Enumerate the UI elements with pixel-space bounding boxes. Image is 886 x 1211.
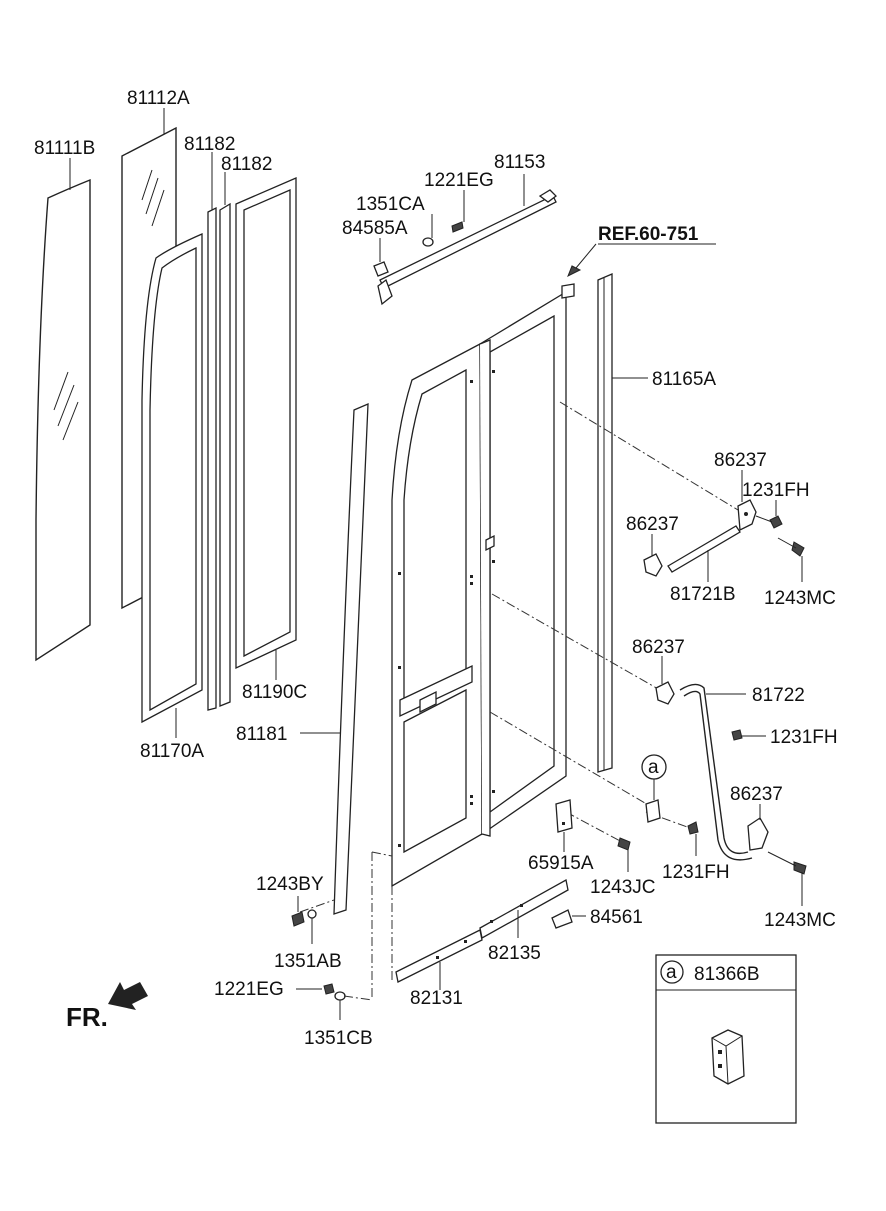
screw-1243jc	[617, 837, 631, 851]
rod-81721b	[667, 525, 741, 573]
front-direction-arrow-icon	[108, 982, 148, 1010]
label-1243jc: 1243JC	[590, 877, 656, 898]
label-81181: 81181	[236, 724, 287, 745]
bolt-1221eg-top	[451, 221, 464, 233]
label-65915a: 65915A	[528, 853, 594, 874]
strip-81181	[333, 402, 369, 915]
label-84561: 84561	[590, 907, 643, 928]
screw-1243mc-a	[777, 537, 805, 557]
bolt-1221eg-bottom	[323, 983, 335, 995]
screw-1231fh-b	[731, 729, 743, 741]
inset-callout-letter: a	[666, 962, 677, 983]
clip-84561	[551, 909, 573, 929]
cap-84585a	[373, 261, 389, 277]
strip-81182-b	[219, 202, 231, 707]
washer-1351ca	[422, 237, 434, 247]
label-1243mc-b: 1243MC	[764, 910, 836, 931]
label-86237-a: 86237	[714, 450, 767, 471]
frame-81170a	[141, 233, 203, 724]
label-81112a: 81112A	[127, 88, 190, 109]
hinge-86237-lower	[655, 681, 675, 705]
label-1231fh-c: 1231FH	[662, 862, 730, 883]
label-81111b: 81111B	[34, 138, 95, 159]
door-frame	[391, 283, 575, 888]
screw-1231fh-c	[687, 821, 699, 835]
block-65915a	[555, 799, 573, 833]
label-82135: 82135	[488, 943, 541, 964]
label-81722: 81722	[752, 685, 805, 706]
callout-a-letter: a	[648, 757, 659, 778]
callout-a: a	[641, 754, 667, 823]
label-ref-60-751: REF.60-751	[598, 224, 699, 245]
label-1221eg-bottom: 1221EG	[214, 979, 284, 1000]
label-81190c: 81190C	[242, 682, 307, 703]
label-81182-a: 81182	[184, 134, 235, 155]
label-81721b: 81721B	[670, 584, 736, 605]
label-1243mc-a: 1243MC	[764, 588, 836, 609]
label-1231fh-b: 1231FH	[770, 727, 838, 748]
label-1243by: 1243BY	[256, 874, 324, 895]
rail-81153	[377, 189, 557, 306]
screw-1243mc-b	[767, 851, 807, 875]
screw-1231fh-a	[755, 515, 783, 529]
washer-1351ab	[307, 909, 317, 919]
label-86237-d: 86237	[730, 784, 783, 805]
rod-81722	[679, 683, 753, 861]
track-82135	[479, 878, 569, 940]
label-81165a: 81165A	[652, 369, 716, 390]
label-1351ca: 1351CA	[356, 194, 425, 215]
track-82131	[395, 929, 483, 983]
hinge-86237-upper	[737, 499, 757, 532]
bracket-86237-bottom	[747, 817, 769, 851]
label-1221eg-top: 1221EG	[424, 170, 494, 191]
bolt-1243by	[291, 911, 305, 927]
washer-1351cb	[334, 991, 373, 1001]
glass-81111b	[35, 178, 91, 662]
inset-box-81366b: a 81366B	[655, 954, 797, 1124]
label-81366b: 81366B	[694, 964, 760, 985]
label-81153: 81153	[494, 152, 545, 173]
label-1351cb: 1351CB	[304, 1028, 373, 1049]
label-86237-c: 86237	[632, 637, 685, 658]
label-81182-b: 81182	[221, 154, 272, 175]
channel-81165a	[597, 273, 613, 773]
label-1231fh-a: 1231FH	[742, 480, 810, 501]
strip-81182-a	[207, 206, 217, 711]
label-front: FR.	[66, 1002, 108, 1032]
label-86237-b: 86237	[626, 514, 679, 535]
label-84585a: 84585A	[342, 218, 408, 239]
label-81170a: 81170A	[140, 741, 204, 762]
frame-81190c	[235, 177, 297, 670]
label-82131: 82131	[410, 988, 463, 1009]
hinge-86237-mid	[643, 553, 663, 577]
label-1351ab: 1351AB	[274, 951, 342, 972]
